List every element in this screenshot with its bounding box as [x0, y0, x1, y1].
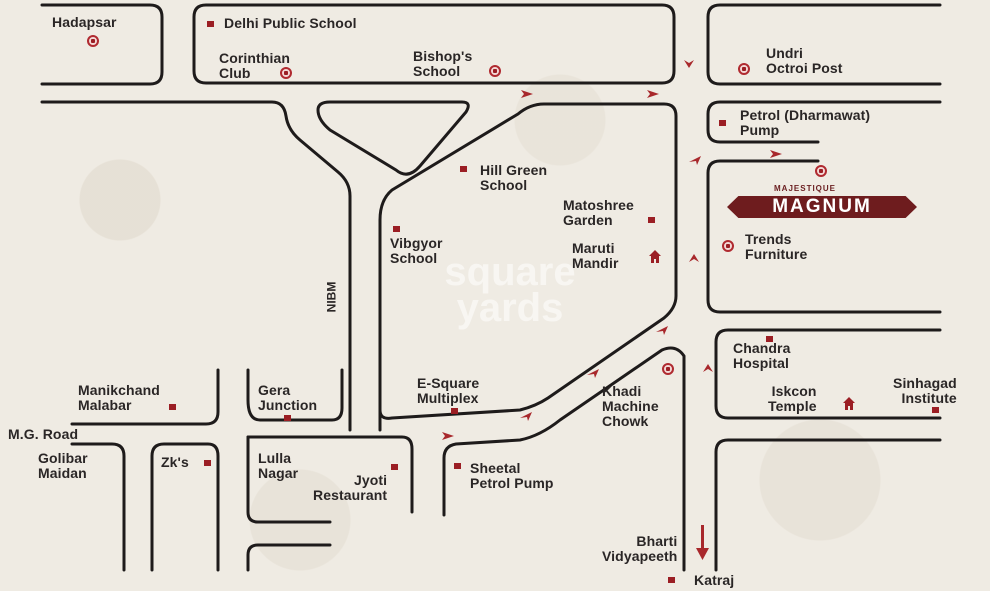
landmark-hill-green-school[interactable]: Hill Green School	[480, 162, 548, 193]
square-marker-icon	[169, 404, 176, 410]
ring-marker-icon	[722, 240, 734, 252]
landmark-sinhagad-institute[interactable]: Sinhagad Institute	[893, 375, 957, 406]
landmark-lulla-nagar[interactable]: Lulla Nagar	[258, 450, 299, 481]
landmark-bishops-school[interactable]: Bishop's School	[413, 48, 473, 79]
ring-marker-icon	[87, 35, 99, 47]
temple-icon	[843, 397, 855, 410]
ring-marker-icon	[489, 65, 501, 77]
landmark-chandra-hospital[interactable]: Chandra Hospital	[733, 340, 791, 371]
square-marker-icon	[207, 21, 214, 27]
square-marker-icon	[391, 464, 398, 470]
landmark-undri-octroi-post[interactable]: Undri Octroi Post	[766, 45, 843, 76]
landmark-manikchand-malabar[interactable]: Manikchand Malabar	[78, 382, 160, 413]
square-marker-icon	[454, 463, 461, 469]
project-banner[interactable]: MAGNUM	[727, 196, 917, 218]
landmark-maruti-mandir[interactable]: Maruti Mandir	[572, 240, 619, 271]
landmark-khadi-machine-chowk[interactable]: Khadi Machine Chowk	[602, 383, 659, 429]
square-marker-icon	[451, 408, 458, 414]
square-marker-icon	[284, 415, 291, 421]
landmark-katraj[interactable]: Katraj	[694, 572, 735, 588]
landmark-sheetal-petrol-pump[interactable]: Sheetal Petrol Pump	[470, 460, 554, 491]
ring-marker-icon	[738, 63, 750, 75]
road-name-nibm: NIBM	[324, 281, 339, 313]
landmark-vibgyor-school[interactable]: Vibgyor School	[390, 235, 443, 266]
square-marker-icon	[460, 166, 467, 172]
square-marker-icon	[204, 460, 211, 466]
project-marker-icon	[815, 165, 827, 177]
landmark-e-square-multiplex[interactable]: E-Square Multiplex	[417, 375, 480, 406]
landmark-zks[interactable]: Zk's	[161, 454, 189, 470]
ring-marker-icon	[662, 363, 674, 375]
landmark-iskcon-temple[interactable]: Iskcon Temple	[768, 383, 817, 414]
square-marker-icon	[393, 226, 400, 232]
landmark-matoshree-garden[interactable]: Matoshree Garden	[563, 197, 634, 228]
landmark-corinthian-club[interactable]: Corinthian Club	[219, 50, 290, 81]
project-name: MAGNUM	[772, 196, 872, 217]
road-name-mg-road: M.G. Road	[8, 426, 79, 442]
landmark-petrol-dharmawat-pump[interactable]: Petrol (Dharmawat) Pump	[740, 107, 871, 138]
square-marker-icon	[648, 217, 655, 223]
ring-marker-icon	[280, 67, 292, 79]
landmark-trends-furniture[interactable]: Trends Furniture	[745, 231, 808, 262]
project-brand-small: MAJESTIQUE	[774, 184, 837, 193]
landmark-jyoti-restaurant[interactable]: Jyoti Restaurant	[313, 472, 388, 503]
square-marker-icon	[766, 336, 773, 342]
landmark-gera-junction[interactable]: Gera Junction	[258, 382, 318, 413]
landmark-bharti-vidyapeeth[interactable]: Bharti Vidyapeeth	[602, 533, 678, 564]
square-marker-icon	[932, 407, 939, 413]
square-marker-icon	[719, 120, 726, 126]
landmark-golibar-maidan[interactable]: Golibar Maidan	[38, 450, 88, 481]
landmark-hadapsar[interactable]: Hadapsar	[52, 14, 117, 30]
temple-icon	[649, 250, 661, 263]
landmark-delhi-public-school[interactable]: Delhi Public School	[224, 15, 357, 31]
square-marker-icon	[668, 577, 675, 583]
